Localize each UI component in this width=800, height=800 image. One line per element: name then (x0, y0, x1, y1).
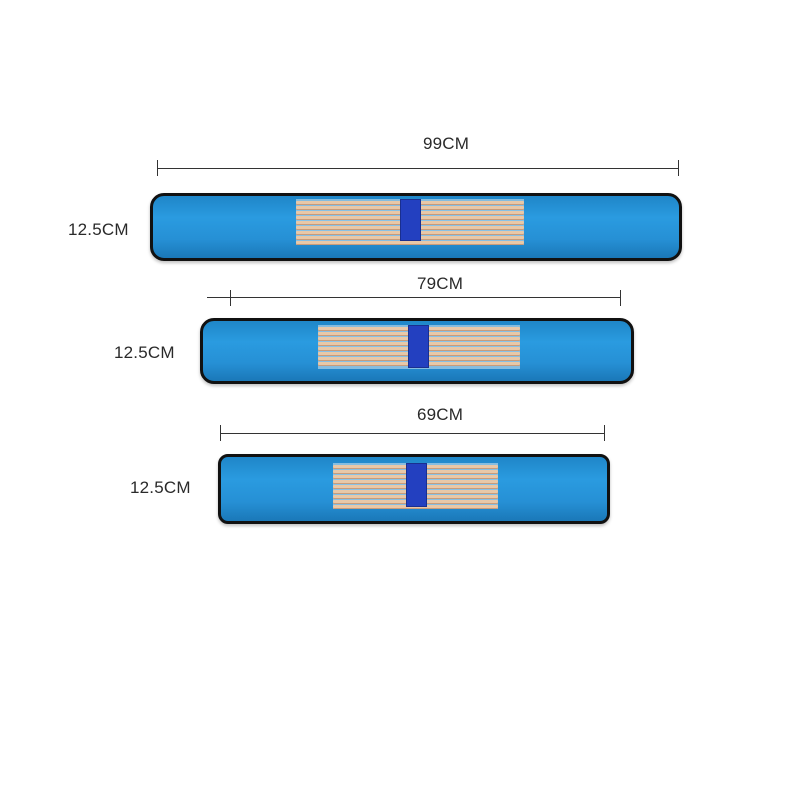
dimension-tick-left (230, 290, 231, 306)
height-label: 12.5CM (68, 220, 129, 239)
length-dimension-line (207, 297, 621, 298)
dimension-tick-right (678, 160, 679, 176)
height-label: 12.5CM (114, 343, 175, 362)
center-patch (400, 199, 421, 241)
length-label: 69CM (417, 405, 464, 424)
dimension-tick-left (157, 160, 158, 176)
height-label: 12.5CM (130, 478, 191, 497)
dimension-tick-right (604, 425, 605, 441)
length-dimension-line (220, 433, 605, 434)
center-patch (408, 325, 429, 368)
length-label: 99CM (423, 134, 470, 153)
length-dimension-line (157, 168, 679, 169)
dimension-tick-right (620, 290, 621, 306)
dimension-tick-left (220, 425, 221, 441)
center-patch (406, 463, 427, 507)
length-label: 79CM (417, 274, 464, 293)
